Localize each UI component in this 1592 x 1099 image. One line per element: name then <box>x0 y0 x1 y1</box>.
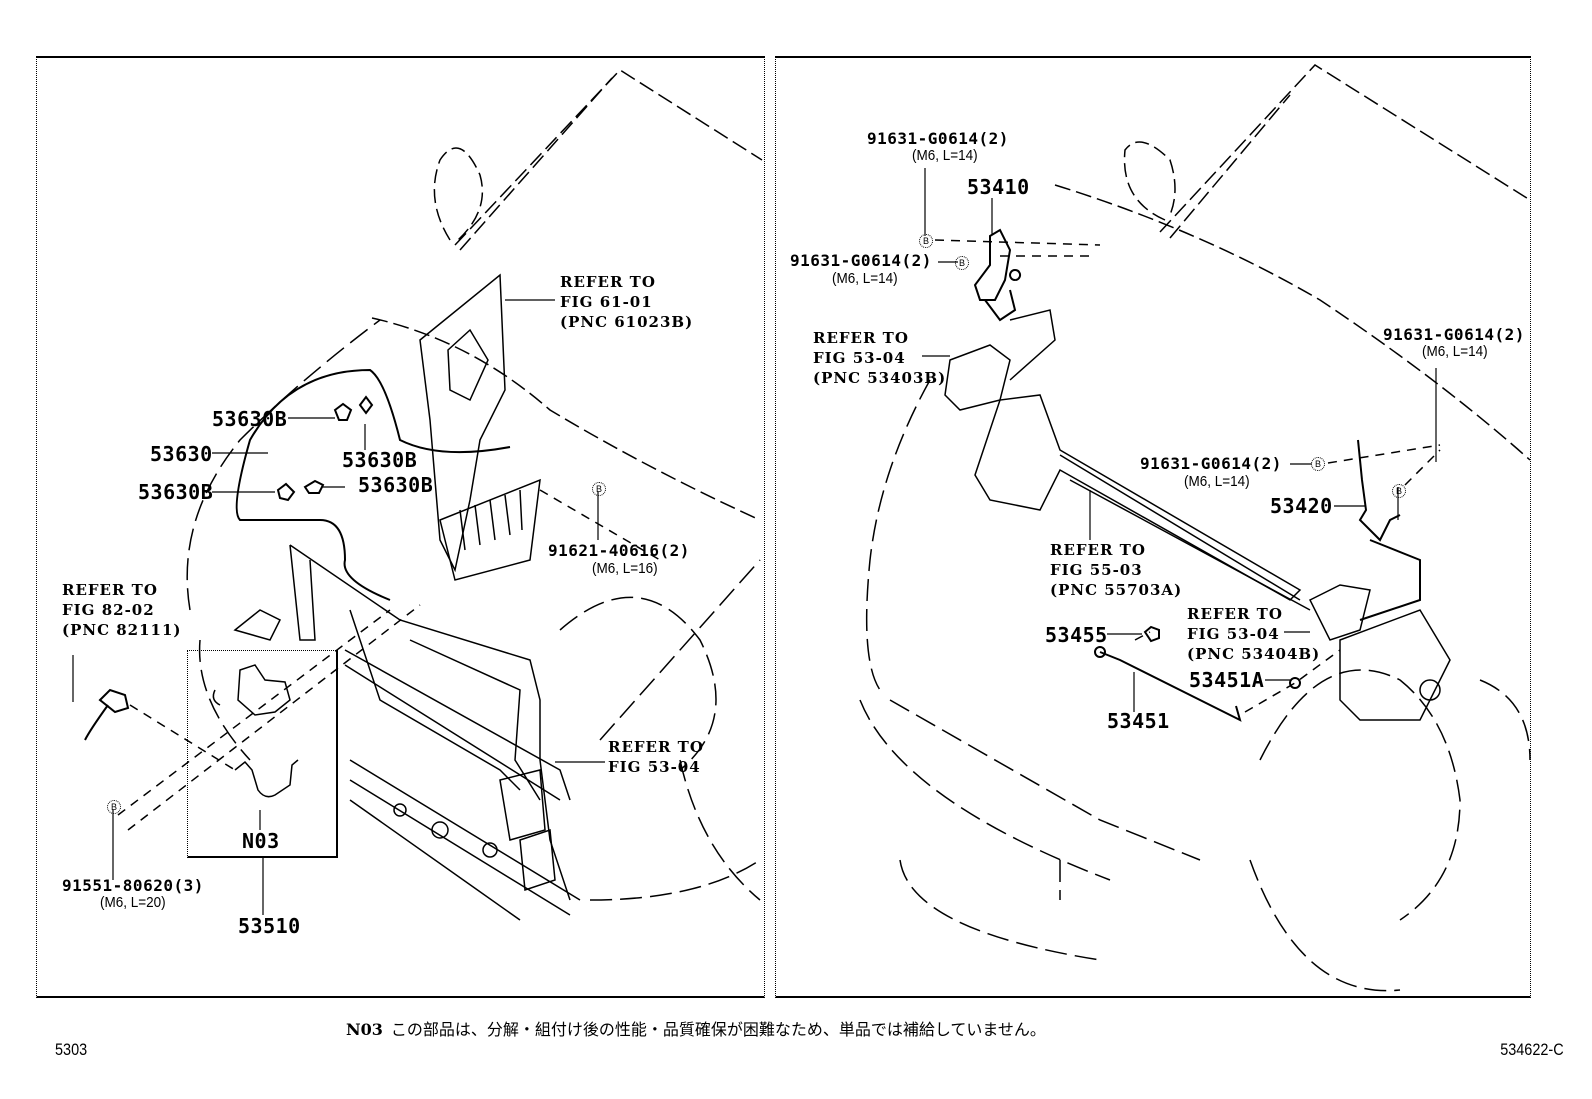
refer-line: (PNC 53403B) <box>813 369 947 387</box>
cable-clips <box>276 395 374 502</box>
right-hinge-53420 <box>1357 439 1421 621</box>
bolt-spec-91551: (M6, L=20) <box>100 894 166 911</box>
part-label-n03[interactable]: N03 <box>242 829 280 853</box>
rod-clip-and-holder <box>1143 625 1301 689</box>
refer-line: (PNC 61023B) <box>560 313 694 331</box>
refer-line: REFER TO <box>560 273 656 291</box>
bolt-marker-icon: B <box>107 800 121 814</box>
right-hinge-53410 <box>973 228 1022 322</box>
refer-line: REFER TO <box>813 329 909 347</box>
part-label-53630b-4[interactable]: 53630B <box>358 473 434 497</box>
right-fender-bracket <box>1308 584 1451 721</box>
part-label-53630b-3[interactable]: 53630B <box>138 480 214 504</box>
refer-line: REFER TO <box>1050 541 1146 559</box>
right-dashed-leaders <box>934 239 1441 713</box>
refer-line: (PNC 53404B) <box>1187 645 1321 663</box>
footnote-text: この部品は、分解・組付け後の性能・品質確保が困難なため、単品では補給していません… <box>390 1020 1046 1039</box>
bolt-marker-icon: B <box>592 482 606 496</box>
bolt-spec-91631-right-top: (M6, L=14) <box>1422 343 1488 360</box>
part-label-53420[interactable]: 53420 <box>1270 494 1333 518</box>
refer-fig-53-04-53404b[interactable]: REFER TO FIG 53-04 (PNC 53404B) <box>1187 604 1320 664</box>
page-number: 5303 <box>55 1040 88 1059</box>
refer-line: FIG 61-01 <box>560 293 653 311</box>
bolt-spec-91631-left: (M6, L=14) <box>832 270 898 287</box>
release-cable <box>235 368 511 601</box>
refer-line: (PNC 55703A) <box>1050 581 1183 599</box>
refer-fig-61-01[interactable]: REFER TO FIG 61-01 (PNC 61023B) <box>560 272 693 332</box>
part-label-53630b-2[interactable]: 53630B <box>342 448 418 472</box>
figure-id: 534622-C <box>1500 1040 1564 1059</box>
part-label-53410[interactable]: 53410 <box>967 175 1030 199</box>
bolt-label-91551[interactable]: 91551-80620(3) <box>62 876 204 895</box>
connector <box>84 688 130 741</box>
bolt-marker-icon: B <box>1392 484 1406 498</box>
bolt-marker-icon: B <box>955 256 969 270</box>
part-label-53451[interactable]: 53451 <box>1107 709 1170 733</box>
refer-line: FIG 53-04 <box>813 349 906 367</box>
right-diagram-panel <box>775 56 1531 998</box>
left-mirror <box>433 147 484 241</box>
lock-inset-box <box>187 650 338 858</box>
right-hood-outline <box>1054 64 1531 461</box>
refer-fig-53-04[interactable]: REFER TO FIG 53-04 <box>608 737 704 777</box>
left-hood-outline <box>371 69 763 521</box>
support-rod <box>1094 646 1242 722</box>
bolt-spec-91621: (M6, L=16) <box>592 560 658 577</box>
bolt-label-91631-right-top[interactable]: 91631-G0614(2) <box>1383 325 1525 344</box>
part-label-53455[interactable]: 53455 <box>1045 623 1108 647</box>
footnote-code: N03 <box>346 1020 383 1039</box>
hood-inner-panel <box>419 273 541 581</box>
left-diagram-panel <box>36 56 765 998</box>
bolt-label-91621[interactable]: 91621-40616(2) <box>548 541 690 560</box>
refer-line: FIG 82-02 <box>62 601 155 619</box>
refer-line: FIG 53-04 <box>1187 625 1280 643</box>
part-label-53630b-1[interactable]: 53630B <box>212 407 288 431</box>
bolt-label-91631-top[interactable]: 91631-G0614(2) <box>867 129 1009 148</box>
refer-fig-82-02[interactable]: REFER TO FIG 82-02 (PNC 82111) <box>62 580 182 640</box>
left-fender-body <box>186 319 761 901</box>
bolt-marker-icon: B <box>919 234 933 248</box>
left-leader-lines <box>72 299 605 915</box>
right-body-outline <box>859 379 1531 992</box>
right-cowl-panel <box>974 394 1311 611</box>
refer-line: FIG 55-03 <box>1050 561 1143 579</box>
part-label-53630[interactable]: 53630 <box>150 442 213 466</box>
bolt-marker-icon: B <box>1311 457 1325 471</box>
bolt-label-91631-right-mid[interactable]: 91631-G0614(2) <box>1140 454 1282 473</box>
bolt-label-91631-left[interactable]: 91631-G0614(2) <box>790 251 932 270</box>
bolt-spec-91631-right-mid: (M6, L=14) <box>1184 473 1250 490</box>
refer-line: REFER TO <box>608 738 704 756</box>
part-label-53510[interactable]: 53510 <box>238 914 301 938</box>
inset-lock-art <box>212 664 299 798</box>
refer-fig-53-04-53403b[interactable]: REFER TO FIG 53-04 (PNC 53403B) <box>813 328 946 388</box>
refer-line: REFER TO <box>1187 605 1283 623</box>
refer-line: FIG 53-04 <box>608 758 701 776</box>
refer-line: (PNC 82111) <box>62 621 182 639</box>
right-leader-lines <box>922 168 1437 712</box>
left-dashed-leaders <box>117 489 661 831</box>
refer-line: REFER TO <box>62 581 158 599</box>
part-label-53451a[interactable]: 53451A <box>1189 668 1265 692</box>
right-mirror <box>1123 141 1176 221</box>
bolt-spec-91631-top: (M6, L=14) <box>912 147 978 164</box>
footnote: N03 この部品は、分解・組付け後の性能・品質確保が困難なため、単品では補給してい… <box>346 1016 1046 1040</box>
refer-fig-55-03[interactable]: REFER TO FIG 55-03 (PNC 55703A) <box>1050 540 1182 600</box>
